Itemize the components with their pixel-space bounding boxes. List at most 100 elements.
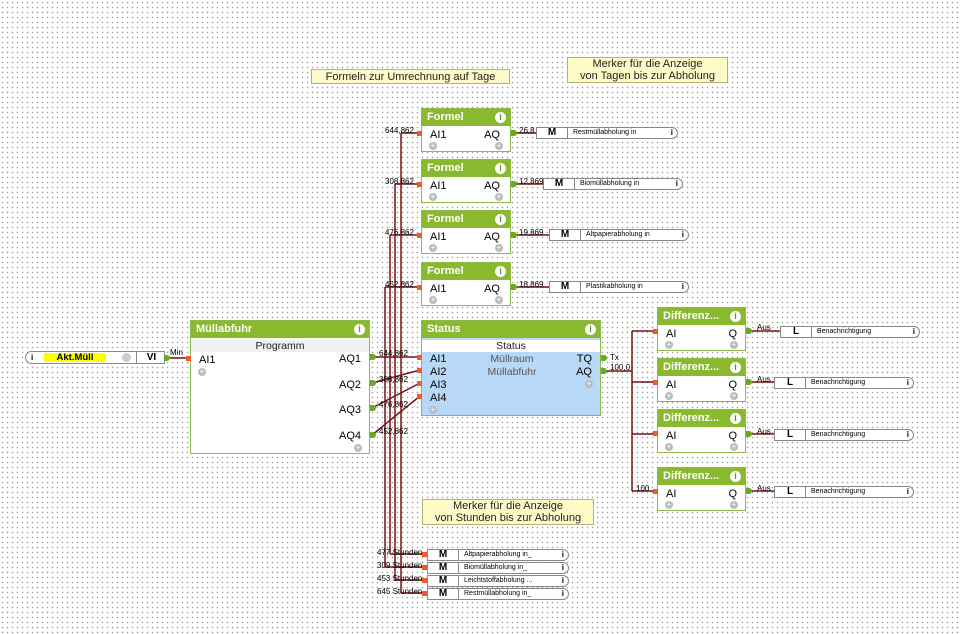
info-icon[interactable]: i	[561, 550, 564, 559]
muell-out-port-1[interactable]	[370, 354, 376, 360]
muell-out-port-4[interactable]	[370, 432, 376, 438]
add-input-icon[interactable]: +	[429, 243, 437, 252]
add-output-icon[interactable]: +	[495, 192, 503, 201]
info-icon[interactable]: i	[906, 487, 909, 496]
info-icon[interactable]: i	[681, 230, 684, 239]
block-differenz-1[interactable]: Differenz...i AI Q + +	[657, 307, 746, 351]
formel-4-in-port[interactable]	[417, 285, 422, 290]
flag-altpapier-days[interactable]: M Altpapierabholung in i	[549, 229, 689, 241]
info-icon[interactable]: i	[675, 179, 678, 188]
input-ref-out-port[interactable]	[164, 355, 170, 361]
info-icon[interactable]: i	[495, 163, 506, 174]
block-differenz-2[interactable]: Differenz...i AI Q + +	[657, 358, 746, 402]
muell-out-port-2[interactable]	[370, 380, 376, 386]
muell-in-port[interactable]	[186, 356, 191, 361]
add-input-icon[interactable]: +	[429, 405, 437, 414]
flag-benachrichtigung-3[interactable]: L Benachrichtigung i	[774, 429, 914, 441]
block-status-header[interactable]: Status i	[422, 321, 600, 338]
differenz-1-in-port[interactable]	[653, 329, 658, 334]
info-icon[interactable]: i	[906, 378, 909, 387]
block-differenz-header[interactable]: Differenz...i	[658, 410, 745, 427]
info-icon[interactable]: i	[730, 311, 741, 322]
add-output-icon[interactable]: +	[354, 443, 362, 452]
status-in-port-3[interactable]	[417, 381, 422, 386]
add-input-icon[interactable]: +	[429, 141, 437, 150]
info-icon[interactable]: i	[730, 471, 741, 482]
differenz-2-in-port[interactable]	[653, 380, 658, 385]
block-differenz-3[interactable]: Differenz...i AI Q + +	[657, 409, 746, 453]
flag-benachrichtigung-1[interactable]: L Benachrichtigung i	[780, 326, 920, 338]
formel-1-out-port[interactable]	[511, 130, 517, 136]
formel-3-in-port[interactable]	[417, 233, 422, 238]
block-differenz-4[interactable]: Differenz...i AI Q + +	[657, 467, 746, 511]
block-muellabfuhr-header[interactable]: Müllabfuhr i	[191, 321, 369, 338]
flag-restmuell-days[interactable]: M Restmüllabholung in i	[536, 127, 678, 139]
block-status[interactable]: Status i Status AI1 AI2 AI3 AI4 + Müllra…	[421, 320, 601, 416]
info-icon[interactable]: i	[681, 282, 684, 291]
info-icon[interactable]: i	[561, 576, 564, 585]
formel-1-in-port[interactable]	[417, 131, 422, 136]
differenz-3-out-port[interactable]	[746, 431, 752, 437]
info-icon[interactable]: i	[906, 430, 909, 439]
add-input-icon[interactable]: +	[198, 367, 206, 376]
formel-4-out-port[interactable]	[511, 284, 517, 290]
status-in-port-2[interactable]	[417, 368, 422, 373]
status-in-port-1[interactable]	[417, 355, 422, 360]
formel-2-in-port[interactable]	[417, 182, 422, 187]
flag-benachrichtigung-2[interactable]: L Benachrichtigung i	[774, 377, 914, 389]
flag-leichtstoff-hours[interactable]: M Leichtstoffabholung ... i	[427, 575, 569, 587]
status-out-port-tq[interactable]	[601, 355, 607, 361]
block-differenz-header[interactable]: Differenz...i	[658, 468, 745, 485]
add-output-icon[interactable]: +	[495, 295, 503, 304]
differenz-1-out-port[interactable]	[746, 328, 752, 334]
status-in-port-4[interactable]	[417, 394, 422, 399]
info-icon[interactable]: i	[495, 214, 506, 225]
add-output-icon[interactable]: +	[730, 340, 738, 349]
add-output-icon[interactable]: +	[495, 141, 503, 150]
hour-flag-4-port[interactable]	[422, 591, 427, 596]
muell-out-port-3[interactable]	[370, 405, 376, 411]
info-icon[interactable]: i	[730, 362, 741, 373]
info-icon[interactable]: i	[561, 563, 564, 572]
flag-restmuell-hours[interactable]: M Restmüllabholung in_ i	[427, 588, 569, 600]
add-input-icon[interactable]: +	[665, 500, 673, 509]
info-icon[interactable]: i	[585, 324, 596, 335]
flag-plastik-days[interactable]: M Plastikabholung in i	[549, 281, 689, 293]
add-input-icon[interactable]: +	[665, 391, 673, 400]
note-formulas[interactable]: Formeln zur Umrechnung auf Tage	[311, 69, 510, 84]
differenz-3-in-port[interactable]	[653, 431, 658, 436]
hour-flag-1-port[interactable]	[422, 552, 427, 557]
info-icon[interactable]: i	[730, 413, 741, 424]
flag-biomuell-hours[interactable]: M Biomüllabholung in_ i	[427, 562, 569, 574]
info-icon[interactable]: i	[495, 266, 506, 277]
block-muellabfuhr[interactable]: Müllabfuhr i Programm AI1 + AQ1 AQ2 AQ3 …	[190, 320, 370, 454]
block-differenz-header[interactable]: Differenz...i	[658, 359, 745, 376]
add-output-icon[interactable]: +	[730, 391, 738, 400]
add-output-icon[interactable]: +	[495, 243, 503, 252]
flag-altpapier-hours[interactable]: M Altpapierabholung in_ i	[427, 549, 569, 561]
hour-flag-2-port[interactable]	[422, 565, 427, 570]
flag-benachrichtigung-4[interactable]: L Benachrichtigung i	[774, 486, 914, 498]
add-input-icon[interactable]: +	[429, 192, 437, 201]
add-output-icon[interactable]: +	[730, 500, 738, 509]
info-icon[interactable]: i	[354, 324, 365, 335]
formel-3-out-port[interactable]	[511, 232, 517, 238]
info-icon[interactable]: i	[495, 112, 506, 123]
status-out-port-aq[interactable]	[601, 368, 607, 374]
add-output-icon[interactable]: +	[585, 379, 593, 388]
info-icon[interactable]: i	[561, 589, 564, 598]
note-days[interactable]: Merker für die Anzeige von Tagen bis zur…	[567, 57, 728, 83]
formel-2-out-port[interactable]	[511, 181, 517, 187]
input-ref-akt-muell[interactable]: i Akt.Müll VI	[25, 351, 165, 364]
flag-biomuell-days[interactable]: M Biomüllabholung in i	[543, 178, 683, 190]
add-input-icon[interactable]: +	[429, 295, 437, 304]
info-icon[interactable]: i	[670, 128, 673, 137]
differenz-4-out-port[interactable]	[746, 488, 752, 494]
differenz-2-out-port[interactable]	[746, 379, 752, 385]
